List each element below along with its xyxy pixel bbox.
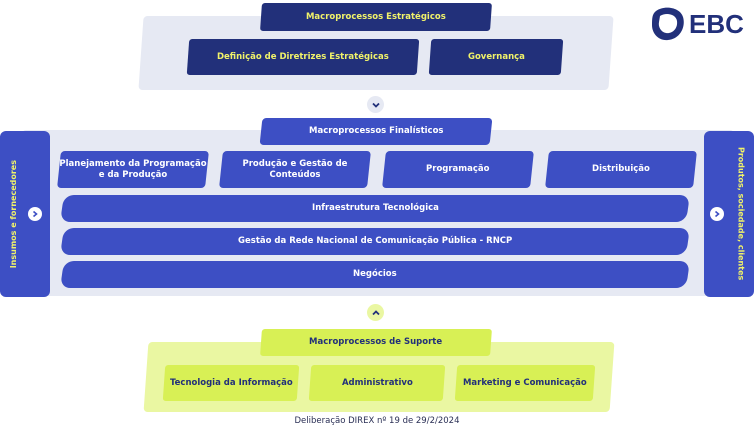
process-box-producao: Produção e Gestão de Conteúdos <box>219 151 371 188</box>
side-panel-inputs: Insumos e fornecedores <box>0 131 50 297</box>
process-box-planejamento: Planejamento da Programação e da Produçã… <box>57 151 209 188</box>
ebc-logo-mark <box>652 7 684 41</box>
support-item-administrativo: Administrativo <box>308 365 446 401</box>
side-label-outputs: Produtos, sociedade, clientes <box>736 147 746 281</box>
support-item-ti: Tecnologia da Informação <box>162 365 300 401</box>
band-infraestrutura: Infraestrutura Tecnológica <box>60 195 690 222</box>
chevron-right-icon <box>28 207 42 221</box>
band-rncp: Gestão da Rede Nacional de Comunicação P… <box>60 228 690 255</box>
side-label-inputs: Insumos e fornecedores <box>8 159 18 269</box>
ebc-logo: EBC <box>650 6 746 42</box>
strategic-title: Macroprocessos Estratégicos <box>260 3 492 31</box>
process-box-programacao: Programação <box>382 151 534 188</box>
ebc-logo-text: EBC <box>689 8 744 39</box>
side-panel-outputs: Produtos, sociedade, clientes <box>704 131 754 297</box>
support-item-marketing: Marketing e Comunicação <box>454 365 596 401</box>
footnote: Deliberação DIREX nº 19 de 29/2/2024 <box>294 416 460 426</box>
band-negocios: Negócios <box>60 261 690 288</box>
strategic-item-governanca: Governança <box>428 39 564 75</box>
chevron-up-icon <box>367 304 384 321</box>
chevron-right-icon <box>710 207 724 221</box>
process-box-distribuicao: Distribuição <box>545 151 697 188</box>
finalistic-title: Macroprocessos Finalísticos <box>259 118 493 145</box>
strategic-item-diretrizes: Definição de Diretrizes Estratégicas <box>186 39 420 75</box>
support-title: Macroprocessos de Suporte <box>260 329 492 356</box>
chevron-down-icon <box>367 96 384 113</box>
